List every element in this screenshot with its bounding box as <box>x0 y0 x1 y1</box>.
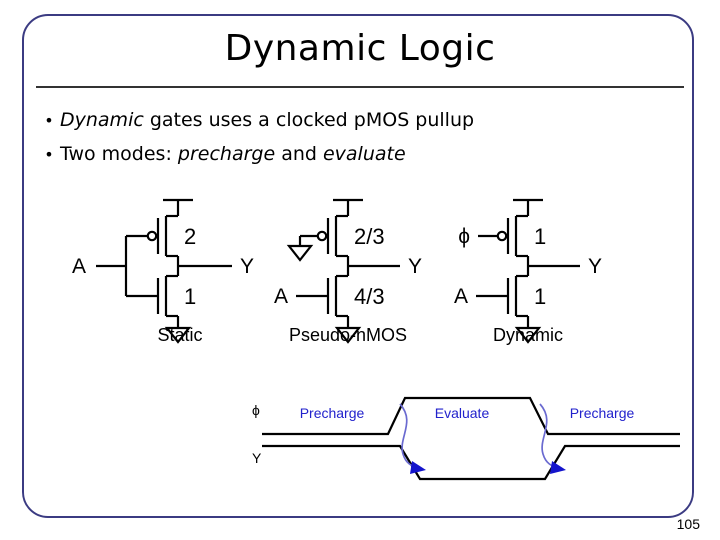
pmos-inversion-bubble <box>496 230 508 242</box>
static-input-label: A <box>72 255 86 278</box>
dynamic-pmos-size: 1 <box>534 224 546 249</box>
page-number: 105 <box>676 516 700 532</box>
clock-waveform-trace <box>262 396 680 436</box>
circuit-caption-pseudo-nmos: Pseudo-nMOS <box>288 325 408 345</box>
ground-symbol <box>514 326 542 344</box>
dynamic-output-label: Y <box>588 255 602 278</box>
waveform-phase-precharge-2: Precharge <box>569 405 635 421</box>
bullet-text: Two modes: precharge and evaluate <box>60 140 406 168</box>
ground-symbol <box>334 326 362 344</box>
dynamic-input-label: A <box>454 285 468 308</box>
list-item: • Two modes: precharge and evaluate <box>38 140 678 169</box>
pseudo-nmos-size: 4/3 <box>354 284 385 309</box>
dynamic-nmos-size: 1 <box>534 284 546 309</box>
bullet-list: • Dynamic gates uses a clocked pMOS pull… <box>38 106 678 174</box>
bullet-marker: • <box>44 111 54 130</box>
pseudo-output-label: Y <box>408 255 422 278</box>
timing-waveform-diagram <box>262 396 680 481</box>
waveform-signal-label-clock: ϕ <box>252 402 260 418</box>
title-divider <box>36 86 684 88</box>
pmos-inversion-bubble <box>316 230 328 242</box>
bullet-text-plain: gates uses a clocked pMOS pullup <box>143 109 475 131</box>
pmos-gate-ground-symbol <box>286 244 314 262</box>
bullet-text-plain: Two modes: <box>60 143 178 165</box>
circuit-pseudo-nmos <box>286 198 400 344</box>
bullet-text-emphasis: Dynamic <box>60 109 144 131</box>
waveform-phase-evaluate: Evaluate <box>434 405 490 421</box>
bullet-marker: • <box>44 145 54 164</box>
dynamic-clock-label: ϕ <box>458 225 470 248</box>
bullet-text-emphasis: precharge <box>177 143 276 165</box>
circuit-dynamic <box>476 198 580 344</box>
pseudo-input-label: A <box>274 285 288 308</box>
static-output-label: Y <box>240 255 254 278</box>
page-title: Dynamic Logic <box>224 28 496 69</box>
list-item: • Dynamic gates uses a clocked pMOS pull… <box>38 106 678 135</box>
circuit-static <box>96 198 232 344</box>
circuit-caption-static: Static <box>157 325 203 345</box>
circuit-caption-dynamic: Dynamic <box>492 325 563 345</box>
pseudo-pmos-size: 2/3 <box>354 224 385 249</box>
slide-border-frame <box>22 14 694 518</box>
bullet-text-plain: and <box>275 143 323 165</box>
output-waveform-trace <box>262 444 680 481</box>
causality-arrow-head-2 <box>550 461 566 474</box>
circuit-diagram-group: A Y 2 1 A Y 2/3 4/3 <box>72 198 602 344</box>
causality-arrow-head-1 <box>410 461 426 474</box>
static-pmos-size: 2 <box>184 224 196 249</box>
pmos-inversion-bubble <box>146 230 158 242</box>
waveform-phase-precharge-1: Precharge <box>299 405 365 421</box>
ground-symbol <box>164 326 192 344</box>
waveform-signal-label-output: Y <box>252 450 262 466</box>
static-nmos-size: 1 <box>184 284 196 309</box>
bullet-text-emphasis: evaluate <box>322 143 406 165</box>
bullet-text: Dynamic gates uses a clocked pMOS pullup <box>60 106 474 134</box>
